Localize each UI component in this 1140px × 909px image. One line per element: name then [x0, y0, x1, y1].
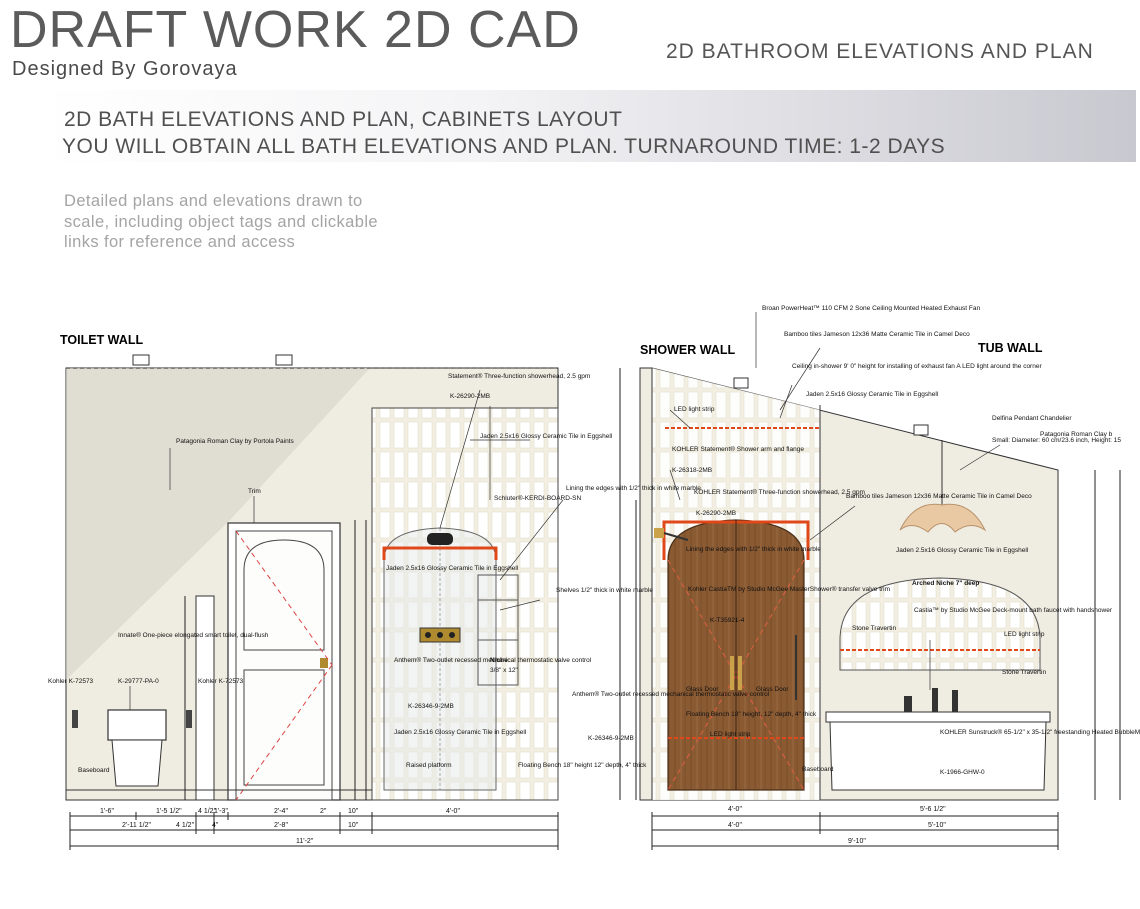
lining-note-2: Lining the edges with 1/2" thick in whit… — [686, 546, 821, 553]
banner-line-2: YOU WILL OBTAIN ALL BATH ELEVATIONS AND … — [62, 135, 946, 158]
baseboard-right: Baseboard — [802, 766, 834, 773]
raised-platform: Raised platform — [406, 762, 452, 769]
svg-text:4'-0": 4'-0" — [446, 808, 460, 815]
showerhead-note: Statement® Three-function showerhead, 2.… — [448, 372, 590, 380]
svg-text:4'-0": 4'-0" — [728, 806, 742, 813]
baseboard-left: Baseboard — [78, 767, 110, 774]
faucet-note: Castia™ by Studio McGee Deck-mount bath … — [914, 607, 1113, 614]
toilet-wall-dimensions: 1'-6" 1'-5 1/2" 4 1/2" 1'-3" 2'-4" 2" 10… — [100, 808, 460, 845]
toilet-wall-elevation — [65, 354, 621, 850]
showerhead-code-2: K-26290-2MB — [696, 510, 736, 517]
paint-note: Patagonia Roman Clay by Portola Paints — [176, 438, 295, 445]
castia-note: Kohler CastiaTM by Studio McGee MasterSh… — [688, 585, 890, 593]
svg-text:4 1/2": 4 1/2" — [198, 808, 217, 815]
lining-note: Lining the edges with 1/2" thick in whit… — [566, 485, 701, 492]
svg-text:2'-8": 2'-8" — [274, 822, 288, 829]
svg-text:1'-3": 1'-3" — [214, 808, 228, 815]
led-strip-top: LED light strip — [674, 406, 715, 413]
jaden-note: Jaden 2.5x16 Glossy Ceramic Tile in Eggs… — [806, 391, 939, 398]
shelves-note: Shelves 1/2" thick in white marble — [556, 587, 653, 594]
arm-code: K-26318-2MB — [672, 467, 712, 474]
jaden-note-2: Jaden 2.5x16 Glossy Ceramic Tile in Eggs… — [896, 547, 1029, 554]
schluter-note: Schluter®-KERDI-BOARD-SN — [494, 494, 581, 502]
showerhead-code: K-26290-2MB — [450, 393, 490, 400]
chandelier-note: Delfina Pendant Chandelier — [992, 415, 1072, 422]
page-title: 2D BATHROOM ELEVATIONS AND PLAN — [666, 40, 1094, 63]
shower-wall-annotations: Broan PowerHeat™ 110 CFM 2 Sone Ceiling … — [572, 305, 1042, 742]
tub-wall-label: TUB WALL — [978, 341, 1043, 355]
tub-code: K-1966-GHW-0 — [940, 769, 985, 776]
toilet-code: K-29777-PA-0 — [118, 678, 159, 685]
anthem-code: K-26346-9-2MB — [408, 703, 454, 710]
brand-title: DRAFT WORK 2D CAD — [10, 1, 581, 59]
bench-note-2: Floating Bench 18" height, 12" depth, 4"… — [686, 711, 817, 718]
toilet-wall-annotations: Patagonia Roman Clay by Portola Paints T… — [48, 372, 701, 774]
inside-tile-note-2: Jaden 2.5x16 Glossy Ceramic Tile in Eggs… — [394, 729, 527, 736]
inside-tile-note: Jaden 2.5x16 Glossy Ceramic Tile in Eggs… — [386, 565, 519, 572]
kohler-right: Kohler K-72573 — [198, 678, 244, 685]
svg-text:10": 10" — [348, 822, 359, 829]
description-text: Detailed plans and elevations drawn to s… — [64, 192, 378, 251]
svg-text:4'-0": 4'-0" — [728, 822, 742, 829]
banner-band — [40, 90, 1136, 162]
svg-text:11'-2": 11'-2" — [296, 838, 314, 845]
shower-tub-elevation — [635, 312, 1121, 850]
tile-note: Jaden 2.5x16 Glossy Ceramic Tile in Eggs… — [480, 433, 613, 440]
svg-text:1'-5 1/2": 1'-5 1/2" — [156, 808, 182, 815]
designer-byline: Designed By Gorovaya — [12, 58, 238, 80]
arched-niche-note: Arched Niche 7" deep — [912, 580, 979, 587]
svg-text:9'-10": 9'-10" — [848, 838, 866, 845]
svg-text:10": 10" — [348, 808, 359, 815]
bamboo-note: Bamboo tiles Jameson 12x36 Matte Ceramic… — [784, 331, 970, 338]
trim-note: Trim — [248, 488, 261, 495]
ceiling-note: Ceiling in-shower 9' 0" height for insta… — [792, 363, 1042, 370]
niche-label: Niche — [490, 657, 508, 664]
svg-text:5'-10": 5'-10" — [928, 822, 946, 829]
svg-text:2": 2" — [320, 808, 327, 815]
paint-note-2: Patagonia Roman Clay b — [1040, 431, 1113, 438]
svg-text:5'-6 1/2": 5'-6 1/2" — [920, 806, 946, 813]
svg-text:4": 4" — [212, 822, 219, 829]
banner-line-1: 2D BATH ELEVATIONS AND PLAN, CABINETS LA… — [64, 108, 623, 131]
arm-note: KOHLER Statement® Shower arm and flange — [672, 445, 804, 453]
led-strip-tub: LED light strip — [1004, 631, 1045, 638]
stone-left: Stone Travertin — [852, 625, 896, 632]
svg-text:2'-11 1/2": 2'-11 1/2" — [122, 822, 152, 829]
svg-text:4 1/2": 4 1/2" — [176, 822, 195, 829]
bench-note: Floating Bench 18" height 12" depth, 4" … — [518, 762, 647, 769]
stone-right: Stone Travertin — [1002, 669, 1046, 676]
tub-wall-annotations: Delfina Pendant Chandelier Small: Diamet… — [802, 415, 1140, 776]
castia-code: K-T35921-4 — [710, 617, 745, 624]
chandelier-size: Small: Diameter: 60 cm/23.6 inch, Height… — [992, 437, 1121, 444]
glass-door-left: Glass Door — [686, 686, 719, 693]
anthem-note-2: Anthem® Two-outlet recessed mechanical t… — [572, 690, 770, 698]
tub-note: KOHLER Sunstruck® 65-1/2" x 35-1/2" free… — [940, 728, 1140, 736]
anthem-code-2: K-26346-9-2MB — [588, 735, 634, 742]
niche-size: 3/8" x 12" — [490, 667, 518, 674]
kohler-left: Kohler K-72573 — [48, 678, 94, 685]
toilet-note: Innate® One-piece elongated smart toilet… — [118, 631, 269, 639]
svg-text:2'-4": 2'-4" — [274, 808, 288, 815]
fan-note: Broan PowerHeat™ 110 CFM 2 Sone Ceiling … — [762, 305, 980, 312]
toilet-wall-label: TOILET WALL — [60, 333, 143, 347]
glass-door-right: Glass Door — [756, 686, 789, 693]
tub-wall-dimensions: 4'-0" 5'-6 1/2" 4'-0" 5'-10" 9'-10" — [728, 806, 946, 845]
anthem-note: Anthem® Two-outlet recessed mechanical t… — [394, 656, 592, 664]
svg-text:1'-6": 1'-6" — [100, 808, 114, 815]
led-strip-bottom: LED light strip — [710, 731, 751, 738]
shower-wall-label: SHOWER WALL — [640, 343, 735, 357]
bamboo-note-2: Bamboo tiles Jameson 12x36 Matte Ceramic… — [846, 493, 1032, 500]
showerhead-note-2: KOHLER Statement® Three-function showerh… — [694, 488, 865, 496]
